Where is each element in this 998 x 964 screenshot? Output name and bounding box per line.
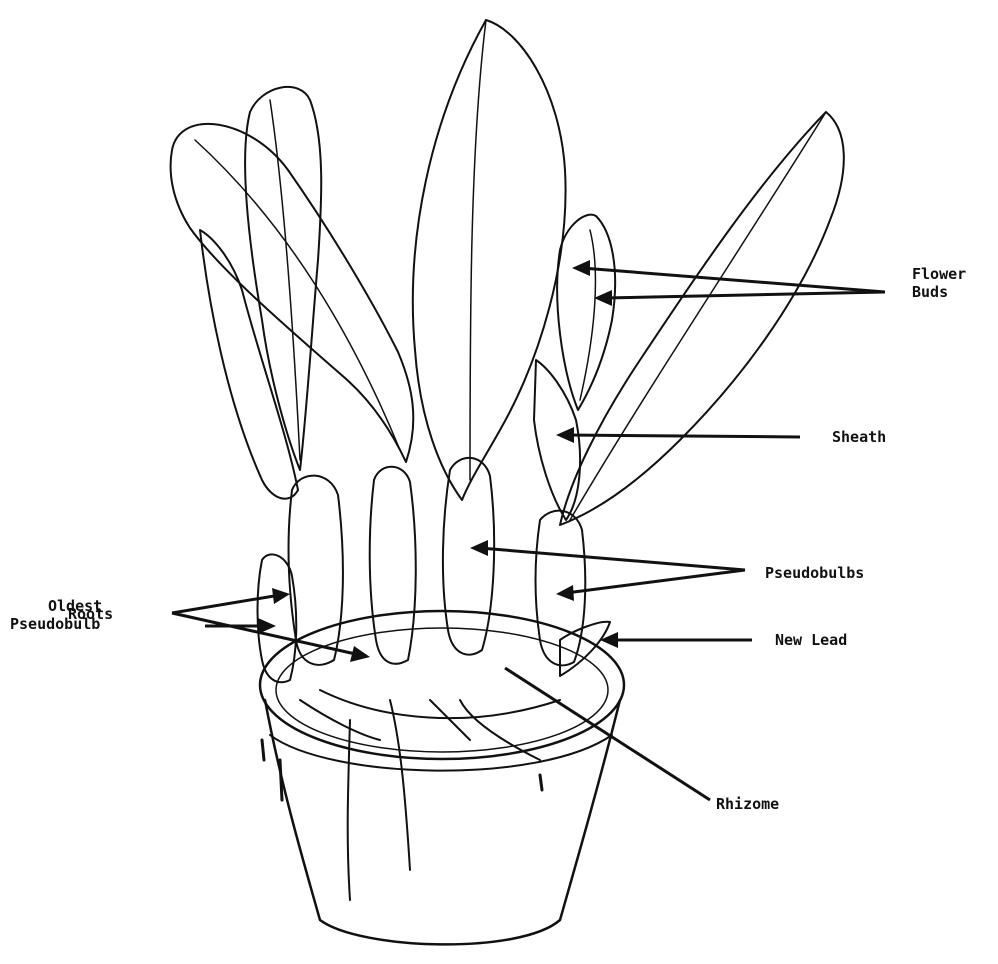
flower-buds-arrow-2 xyxy=(604,292,885,298)
leaf-center xyxy=(413,20,566,500)
rhizome-shape xyxy=(320,690,560,718)
label-sheath: Sheath xyxy=(832,427,886,447)
pot-body xyxy=(265,700,620,944)
leaf-left-lower xyxy=(200,230,298,499)
pot-rim xyxy=(260,611,624,759)
label-flower-buds-line1: Flower xyxy=(912,264,966,284)
pseudobulbs-arrow-2 xyxy=(566,570,745,593)
leaf-back-left xyxy=(245,87,321,470)
oldest-pseudobulb-shape xyxy=(258,554,297,682)
label-new-lead: New Lead xyxy=(775,630,847,650)
roots-arrow-1 xyxy=(172,595,280,613)
label-pseudobulbs: Pseudobulbs xyxy=(765,563,864,583)
roots-shape xyxy=(300,700,540,900)
label-roots: Roots xyxy=(68,604,113,624)
leaf-right xyxy=(560,112,844,525)
flower-buds-shape xyxy=(557,215,615,410)
leaf-left-curved xyxy=(171,124,414,462)
sheath-arrow xyxy=(566,435,800,437)
flower-buds-arrow-1 xyxy=(582,268,885,292)
pseudobulbs-arrow-1 xyxy=(480,548,745,570)
roots-arrow-2 xyxy=(172,613,360,655)
pseudobulb-center-left xyxy=(370,467,416,664)
label-flower-buds-line2: Buds xyxy=(912,282,948,302)
label-rhizome: Rhizome xyxy=(716,794,779,814)
